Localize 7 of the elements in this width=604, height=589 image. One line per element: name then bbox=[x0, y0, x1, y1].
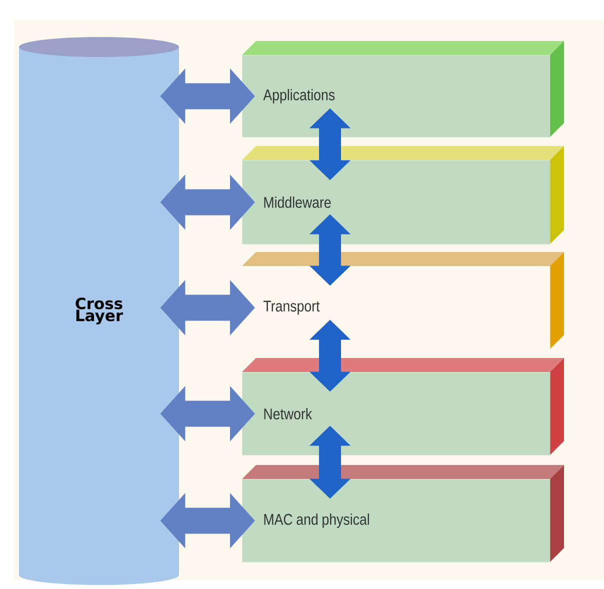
layer-box: Applications bbox=[242, 41, 564, 138]
layer-box: Network bbox=[242, 358, 564, 456]
layer-box: Transport bbox=[242, 252, 564, 350]
layer-box: Middleware bbox=[242, 146, 564, 244]
cylinder: Cross Layer bbox=[19, 37, 179, 585]
layer-box: MAC and physical bbox=[242, 465, 564, 562]
node-label: Transport bbox=[264, 300, 320, 315]
